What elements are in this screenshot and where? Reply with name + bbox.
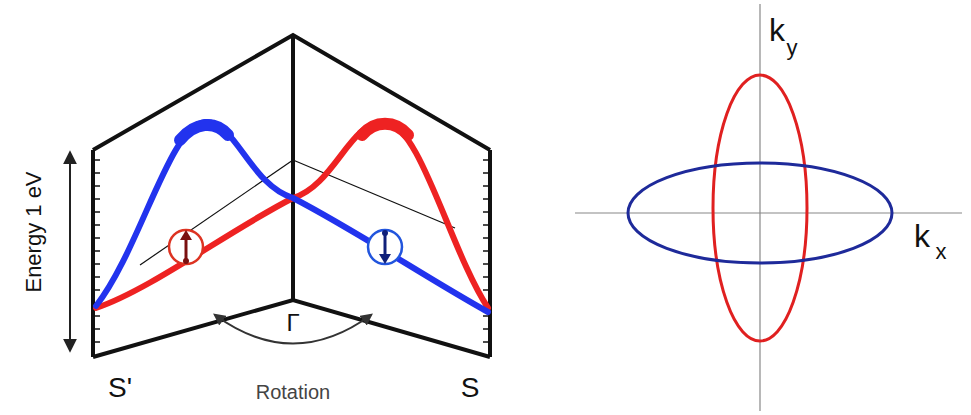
tick-mark — [483, 263, 490, 265]
axis-label: Energy 1 eV — [23, 171, 45, 292]
tick-mark — [93, 198, 100, 200]
tick-mark — [483, 250, 490, 252]
tick-mark — [93, 289, 100, 291]
tick-mark — [93, 237, 100, 239]
point-label: Γ — [286, 311, 299, 335]
tick-mark — [483, 341, 490, 343]
spin-down-symbol — [368, 230, 402, 264]
tick-mark — [93, 315, 100, 317]
tick-mark — [483, 224, 490, 226]
tick-mark — [93, 224, 100, 226]
tick-mark — [483, 198, 490, 200]
point-label: S' — [108, 374, 132, 402]
point-label: S — [461, 374, 480, 402]
spin-up-symbol — [169, 230, 203, 264]
axis-subscript: y — [787, 37, 798, 59]
tick-mark — [93, 185, 100, 187]
tick-mark — [93, 328, 100, 330]
panel-frame — [93, 35, 490, 357]
tick-mark — [483, 315, 490, 317]
tick-mark — [483, 328, 490, 330]
tick-mark — [93, 276, 100, 278]
rotation-label: Rotation — [256, 382, 331, 402]
tick-mark — [93, 159, 100, 161]
k-axes — [575, 4, 962, 411]
fermi-contour — [628, 163, 892, 263]
tick-mark — [483, 159, 490, 161]
tick-mark — [93, 263, 100, 265]
band-curves — [96, 122, 488, 312]
fermi-contour — [713, 75, 807, 341]
axis-subscript: x — [936, 241, 947, 263]
tick-mark — [483, 172, 490, 174]
reference-line — [140, 160, 455, 265]
tick-mark — [93, 172, 100, 174]
tick-mark — [483, 237, 490, 239]
tick-mark — [483, 289, 490, 291]
tick-mark — [483, 185, 490, 187]
tick-mark — [93, 250, 100, 252]
axis-label: k — [769, 14, 785, 46]
axis-label: k — [914, 220, 930, 252]
tick-mark — [93, 341, 100, 343]
tick-mark — [93, 211, 100, 213]
tick-mark — [483, 276, 490, 278]
tick-mark — [483, 211, 490, 213]
energy-arrow — [69, 153, 71, 350]
